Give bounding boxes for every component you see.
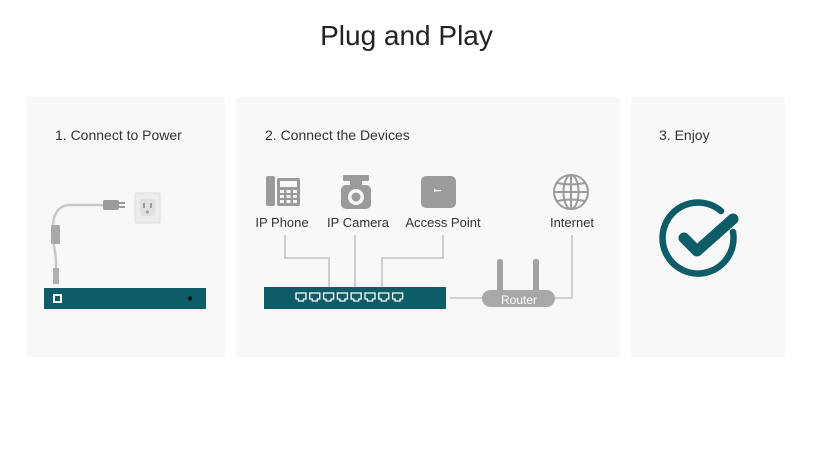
ethernet-port	[378, 292, 390, 302]
power-cable	[51, 203, 104, 284]
ethernet-port	[350, 292, 362, 302]
connection-lines	[284, 235, 573, 299]
router-label: Router	[501, 293, 537, 307]
switch-rear-view	[44, 288, 206, 309]
globe-icon	[553, 174, 589, 210]
ethernet-port	[309, 292, 321, 302]
ip-camera-label: IP Camera	[327, 215, 390, 230]
step-panel-devices: 2. Connect the Devices	[236, 97, 620, 357]
ethernet-port	[364, 292, 376, 302]
power-plug-icon	[103, 200, 125, 210]
ip-camera-icon	[341, 175, 371, 209]
internet-label: Internet	[550, 215, 594, 230]
ip-phone-icon	[266, 176, 300, 206]
ethernet-port	[295, 292, 307, 302]
step-label-devices: 2. Connect the Devices	[265, 127, 410, 143]
page-title: Plug and Play	[320, 20, 493, 51]
ethernet-port	[391, 292, 404, 302]
access-point-label: Access Point	[405, 215, 481, 230]
ethernet-port	[322, 292, 335, 302]
step-panel-enjoy: 3. Enjoy	[631, 97, 785, 357]
switch-front-view	[264, 287, 446, 309]
wall-outlet-icon	[134, 192, 161, 224]
router-icon	[482, 259, 555, 307]
checkmark-icon	[659, 199, 739, 277]
ethernet-port	[336, 292, 349, 302]
switch-ports	[295, 292, 404, 302]
access-point-icon	[421, 176, 456, 208]
step-label-enjoy: 3. Enjoy	[659, 127, 710, 143]
step-label-power: 1. Connect to Power	[55, 127, 182, 143]
ip-phone-label: IP Phone	[255, 215, 308, 230]
